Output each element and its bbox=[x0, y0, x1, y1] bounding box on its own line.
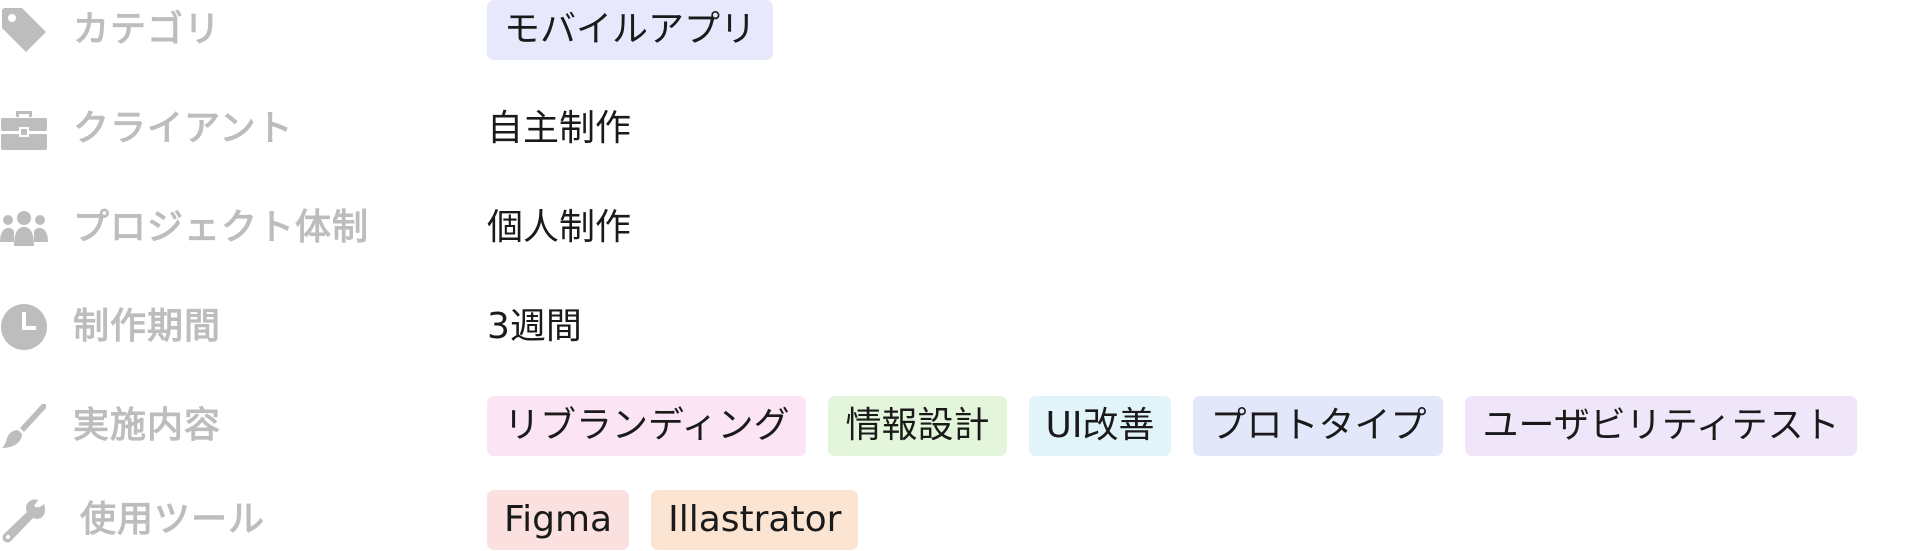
tag-usability-test: ユーザビリティテスト bbox=[1465, 396, 1857, 456]
tools-label: 使用ツール bbox=[80, 499, 266, 540]
brush-icon bbox=[0, 402, 48, 450]
duration-row: 制作期間 3週間 bbox=[0, 297, 1920, 357]
category-row: カテゴリ モバイルアプリ bbox=[0, 0, 1920, 60]
tag-icon bbox=[0, 6, 48, 54]
wrench-icon bbox=[0, 496, 48, 544]
client-value: 自主制作 bbox=[487, 108, 632, 149]
tag-rebranding: リブランディング bbox=[487, 396, 807, 456]
tag-mobile-app: モバイルアプリ bbox=[487, 0, 774, 60]
users-icon bbox=[0, 204, 48, 252]
team-row: プロジェクト体制 個人制作 bbox=[0, 198, 1920, 258]
clock-icon bbox=[0, 303, 48, 351]
scope-row: 実施内容 リブランディング 情報設計 UI改善 プロトタイプ ユーザビリティテス… bbox=[0, 396, 1920, 456]
scope-label: 実施内容 bbox=[73, 405, 222, 446]
scope-tags: リブランディング 情報設計 UI改善 プロトタイプ ユーザビリティテスト bbox=[487, 396, 1857, 456]
tag-figma: Figma bbox=[487, 490, 630, 550]
tools-row: 使用ツール Figma Illastrator bbox=[0, 490, 1920, 550]
duration-value: 3週間 bbox=[487, 306, 582, 347]
client-label: クライアント bbox=[73, 108, 294, 149]
team-value: 個人制作 bbox=[487, 207, 632, 248]
tag-information-architecture: 情報設計 bbox=[828, 396, 1007, 456]
team-label: プロジェクト体制 bbox=[73, 207, 370, 248]
tag-illustrator: Illastrator bbox=[651, 490, 859, 550]
category-label: カテゴリ bbox=[73, 9, 222, 50]
briefcase-icon bbox=[0, 105, 48, 153]
category-tags: モバイルアプリ bbox=[487, 0, 774, 60]
tag-prototype: プロトタイプ bbox=[1193, 396, 1444, 456]
client-row: クライアント 自主制作 bbox=[0, 99, 1920, 159]
tag-ui-improvement: UI改善 bbox=[1028, 396, 1172, 456]
tools-tags: Figma Illastrator bbox=[487, 490, 859, 550]
duration-label: 制作期間 bbox=[73, 306, 222, 347]
